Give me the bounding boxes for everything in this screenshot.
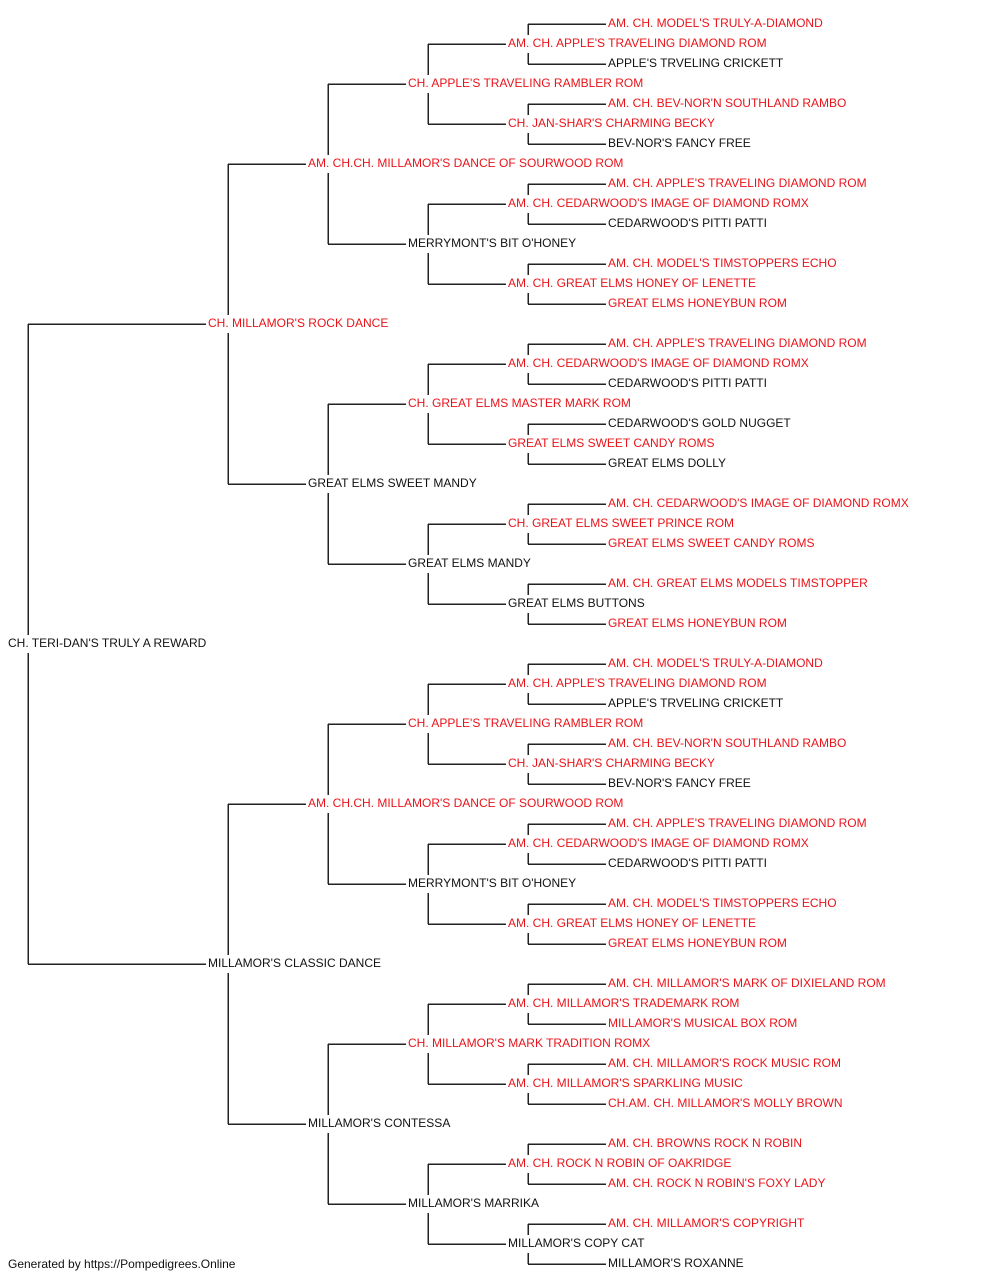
ancestor-sire-dam-sire: CH. GREAT ELMS MASTER MARK ROM xyxy=(408,396,631,410)
ancestor-dam-sire-sire: CH. APPLE'S TRAVELING RAMBLER ROM xyxy=(408,716,643,730)
ancestor-dam-dam-sire-dam: AM. CH. MILLAMOR'S SPARKLING MUSIC xyxy=(508,1076,743,1090)
ancestor-dam-sire-sire-sire-sire: AM. CH. MODEL'S TRULY-A-DIAMOND xyxy=(608,656,823,670)
ancestor-dam-sire-dam-sire-sire: AM. CH. APPLE'S TRAVELING DIAMOND ROM xyxy=(608,816,867,830)
ancestor-sire-sire-sire-dam-dam: BEV-NOR'S FANCY FREE xyxy=(608,136,751,150)
ancestor-subject: CH. TERI-DAN'S TRULY A REWARD xyxy=(8,636,207,650)
ancestor-sire-sire-sire: CH. APPLE'S TRAVELING RAMBLER ROM xyxy=(408,76,643,90)
ancestor-sire-sire-dam-sire: AM. CH. CEDARWOOD'S IMAGE OF DIAMOND ROM… xyxy=(508,196,809,210)
ancestor-sire-dam-dam-sire: CH. GREAT ELMS SWEET PRINCE ROM xyxy=(508,516,734,530)
ancestor-dam-sire-dam-sire: AM. CH. CEDARWOOD'S IMAGE OF DIAMOND ROM… xyxy=(508,836,809,850)
ancestor-dam: MILLAMOR'S CLASSIC DANCE xyxy=(208,956,381,970)
ancestor-dam-dam-dam-sire-dam: AM. CH. ROCK N ROBIN'S FOXY LADY xyxy=(608,1176,825,1190)
ancestor-dam-dam-sire-sire-sire: AM. CH. MILLAMOR'S MARK OF DIXIELAND ROM xyxy=(608,976,886,990)
ancestor-sire-sire-sire-dam: CH. JAN-SHAR'S CHARMING BECKY xyxy=(508,116,715,130)
ancestor-dam-sire-sire-sire: AM. CH. APPLE'S TRAVELING DIAMOND ROM xyxy=(508,676,767,690)
ancestor-sire-sire-dam: MERRYMONT'S BIT O'HONEY xyxy=(408,236,576,250)
ancestor-sire-sire-dam-dam-dam: GREAT ELMS HONEYBUN ROM xyxy=(608,296,787,310)
ancestor-sire-sire-sire-sire-dam: APPLE'S TRVELING CRICKETT xyxy=(608,56,784,70)
ancestor-sire-dam-sire-dam-dam: GREAT ELMS DOLLY xyxy=(608,456,726,470)
ancestor-sire-dam-sire-sire-dam: CEDARWOOD'S PITTI PATTI xyxy=(608,376,767,390)
ancestor-sire-dam-dam-dam-sire: AM. CH. GREAT ELMS MODELS TIMSTOPPER xyxy=(608,576,868,590)
ancestor-dam-dam-sire-sire: AM. CH. MILLAMOR'S TRADEMARK ROM xyxy=(508,996,739,1010)
ancestor-sire-sire-dam-dam: AM. CH. GREAT ELMS HONEY OF LENETTE xyxy=(508,276,756,290)
ancestor-dam-dam-dam: MILLAMOR'S MARRIKA xyxy=(408,1196,539,1210)
ancestor-dam-dam-dam-dam: MILLAMOR'S COPY CAT xyxy=(508,1236,645,1250)
ancestor-sire-dam-dam-sire-sire: AM. CH. CEDARWOOD'S IMAGE OF DIAMOND ROM… xyxy=(608,496,909,510)
ancestor-dam-dam-dam-sire: AM. CH. ROCK N ROBIN OF OAKRIDGE xyxy=(508,1156,731,1170)
ancestor-dam-dam-sire-dam-dam: CH.AM. CH. MILLAMOR'S MOLLY BROWN xyxy=(608,1096,843,1110)
ancestor-sire-sire-sire-dam-sire: AM. CH. BEV-NOR'N SOUTHLAND RAMBO xyxy=(608,96,846,110)
ancestor-dam-dam-sire-sire-dam: MILLAMOR'S MUSICAL BOX ROM xyxy=(608,1016,797,1030)
ancestor-dam-sire-sire-dam-dam: BEV-NOR'S FANCY FREE xyxy=(608,776,751,790)
ancestor-dam-dam-sire-dam-sire: AM. CH. MILLAMOR'S ROCK MUSIC ROM xyxy=(608,1056,841,1070)
ancestor-dam-sire: AM. CH.CH. MILLAMOR'S DANCE OF SOURWOOD … xyxy=(308,796,623,810)
ancestor-sire-sire-dam-sire-dam: CEDARWOOD'S PITTI PATTI xyxy=(608,216,767,230)
ancestor-dam-sire-sire-sire-dam: APPLE'S TRVELING CRICKETT xyxy=(608,696,784,710)
ancestor-dam-dam-dam-dam-dam: MILLAMOR'S ROXANNE xyxy=(608,1256,744,1270)
ancestor-dam-sire-dam: MERRYMONT'S BIT O'HONEY xyxy=(408,876,576,890)
ancestor-dam-sire-dam-dam-dam: GREAT ELMS HONEYBUN ROM xyxy=(608,936,787,950)
ancestor-sire-dam-sire-dam: GREAT ELMS SWEET CANDY ROMS xyxy=(508,436,714,450)
ancestor-sire-dam-dam: GREAT ELMS MANDY xyxy=(408,556,531,570)
ancestor-sire-sire-sire-sire: AM. CH. APPLE'S TRAVELING DIAMOND ROM xyxy=(508,36,767,50)
ancestor-dam-dam-dam-dam-sire: AM. CH. MILLAMOR'S COPYRIGHT xyxy=(608,1216,805,1230)
ancestor-sire-sire-dam-sire-sire: AM. CH. APPLE'S TRAVELING DIAMOND ROM xyxy=(608,176,867,190)
ancestor-sire-dam-dam-sire-dam: GREAT ELMS SWEET CANDY ROMS xyxy=(608,536,814,550)
ancestor-sire-dam-sire-dam-sire: CEDARWOOD'S GOLD NUGGET xyxy=(608,416,791,430)
ancestor-dam-sire-dam-dam: AM. CH. GREAT ELMS HONEY OF LENETTE xyxy=(508,916,756,930)
ancestor-dam-dam-dam-sire-sire: AM. CH. BROWNS ROCK N ROBIN xyxy=(608,1136,802,1150)
ancestor-dam-sire-dam-sire-dam: CEDARWOOD'S PITTI PATTI xyxy=(608,856,767,870)
ancestor-dam-dam: MILLAMOR'S CONTESSA xyxy=(308,1116,450,1130)
ancestor-sire-dam-sire-sire: AM. CH. CEDARWOOD'S IMAGE OF DIAMOND ROM… xyxy=(508,356,809,370)
ancestor-sire-sire-sire-sire-sire: AM. CH. MODEL'S TRULY-A-DIAMOND xyxy=(608,16,823,30)
ancestor-dam-sire-dam-dam-sire: AM. CH. MODEL'S TIMSTOPPERS ECHO xyxy=(608,896,837,910)
ancestor-sire-dam: GREAT ELMS SWEET MANDY xyxy=(308,476,477,490)
ancestor-dam-dam-sire: CH. MILLAMOR'S MARK TRADITION ROMX xyxy=(408,1036,650,1050)
generated-by-footer: Generated by https://Pompedigrees.Online xyxy=(8,1257,236,1271)
ancestor-labels: CH. TERI-DAN'S TRULY A REWARD CH. MILLAMO… xyxy=(8,16,909,1270)
ancestor-sire: CH. MILLAMOR'S ROCK DANCE xyxy=(208,316,388,330)
ancestor-sire-dam-dam-dam-dam: GREAT ELMS HONEYBUN ROM xyxy=(608,616,787,630)
ancestor-dam-sire-sire-dam: CH. JAN-SHAR'S CHARMING BECKY xyxy=(508,756,715,770)
ancestor-sire-sire: AM. CH.CH. MILLAMOR'S DANCE OF SOURWOOD … xyxy=(308,156,623,170)
ancestor-sire-dam-sire-sire-sire: AM. CH. APPLE'S TRAVELING DIAMOND ROM xyxy=(608,336,867,350)
ancestor-sire-dam-dam-dam: GREAT ELMS BUTTONS xyxy=(508,596,645,610)
ancestor-dam-sire-sire-dam-sire: AM. CH. BEV-NOR'N SOUTHLAND RAMBO xyxy=(608,736,846,750)
ancestor-sire-sire-dam-dam-sire: AM. CH. MODEL'S TIMSTOPPERS ECHO xyxy=(608,256,837,270)
connector-lines xyxy=(27,23,606,1265)
